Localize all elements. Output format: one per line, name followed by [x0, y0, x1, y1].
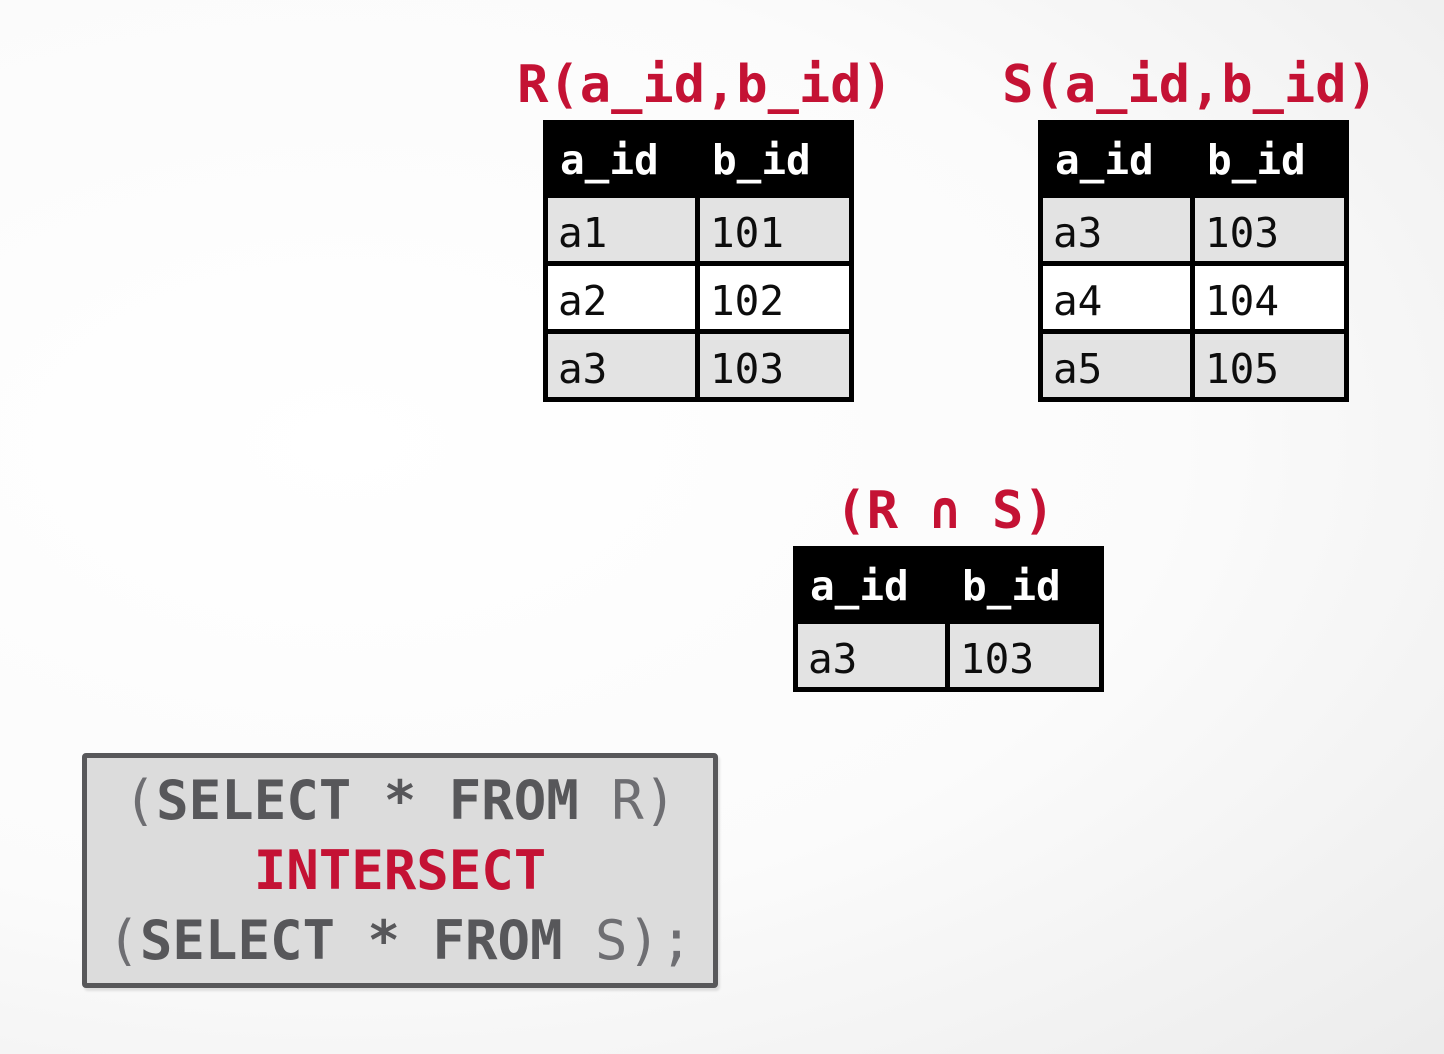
sql-token: R) [578, 768, 677, 832]
column-header: a_id [793, 546, 950, 624]
table-cell: a2 [543, 261, 700, 334]
table-cell: a3 [543, 329, 700, 402]
sql-line: (SELECT * FROM S); [107, 906, 692, 976]
sql-intersect-keyword: INTERSECT [253, 838, 547, 902]
sql-line: INTERSECT [254, 836, 547, 906]
table-cell: a4 [1038, 261, 1195, 334]
relation-r-title: R(a_id,b_id) [517, 55, 893, 115]
column-header: a_id [543, 120, 700, 198]
table-cell: 103 [945, 619, 1104, 692]
table-cell: a5 [1038, 329, 1195, 402]
table-cell: 105 [1190, 329, 1349, 402]
sql-token: ( [107, 908, 140, 972]
table-cell: 103 [695, 329, 854, 402]
column-header: b_id [945, 546, 1104, 624]
sql-line: (SELECT * FROM R) [124, 766, 677, 836]
column-header: b_id [695, 120, 854, 198]
table-cell: a3 [1038, 193, 1195, 266]
sql-query-box: (SELECT * FROM R)INTERSECT(SELECT * FROM… [82, 753, 718, 988]
column-header: a_id [1038, 120, 1195, 198]
table-cell: a1 [543, 193, 700, 266]
sql-keyword: SELECT * FROM [139, 908, 563, 972]
column-header: b_id [1190, 120, 1349, 198]
intersect-result-title: (R ∩ S) [835, 481, 1055, 541]
table-cell: 104 [1190, 261, 1349, 334]
relation-s-title: S(a_id,b_id) [1002, 55, 1378, 115]
sql-token: ( [123, 768, 157, 832]
sql-token: S); [562, 908, 693, 972]
table-cell: 102 [695, 261, 854, 334]
sql-keyword: SELECT * FROM [156, 768, 579, 832]
table-cell: 103 [1190, 193, 1349, 266]
table-cell: 101 [695, 193, 854, 266]
table-cell: a3 [793, 619, 950, 692]
